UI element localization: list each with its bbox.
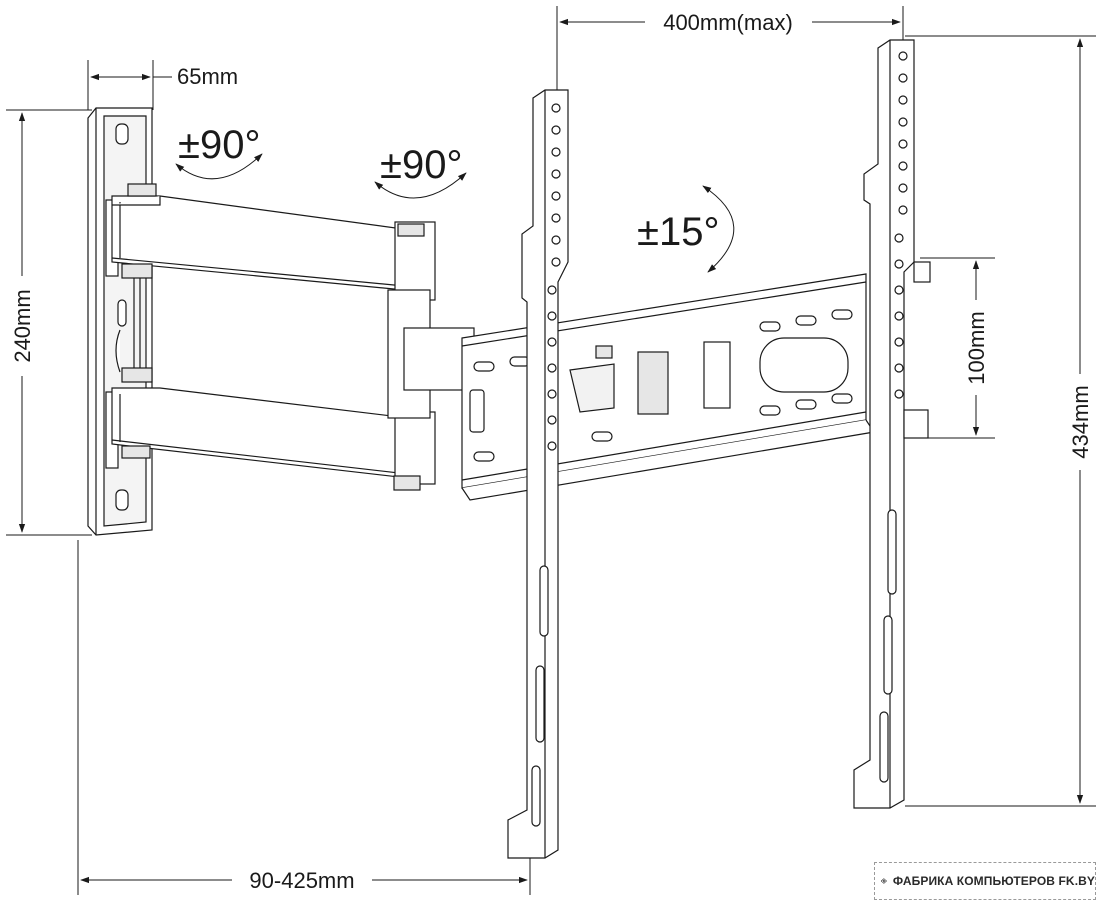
wall-plate	[87, 107, 153, 536]
rotation-wall-label: ±90°	[178, 123, 260, 167]
dim-240mm: 240mm	[10, 289, 35, 362]
tv-strap-right	[853, 39, 931, 809]
dim-100mm: 100mm	[964, 311, 989, 384]
diamond-logo-icon	[881, 878, 887, 884]
brand-logo-text: ФАБРИКА КОМПЬЮТЕРОВ FK.BY	[892, 874, 1095, 888]
dimension-lines	[6, 6, 1096, 895]
cross-bracket	[461, 273, 876, 501]
brand-logo[interactable]: ФАБРИКА КОМПЬЮТЕРОВ FK.BY	[874, 862, 1096, 900]
arm-assembly	[111, 183, 475, 491]
rotation-arrows	[175, 153, 735, 273]
dim-400mm: 400mm(max)	[663, 10, 793, 35]
rotation-tilt-label: ±15°	[637, 210, 719, 254]
dim-90-425mm: 90-425mm	[249, 868, 354, 893]
dim-65mm: 65mm	[177, 64, 238, 89]
rotation-arm-label: ±90°	[380, 143, 462, 187]
tv-strap-left	[507, 89, 569, 859]
dim-434mm: 434mm	[1068, 385, 1093, 458]
